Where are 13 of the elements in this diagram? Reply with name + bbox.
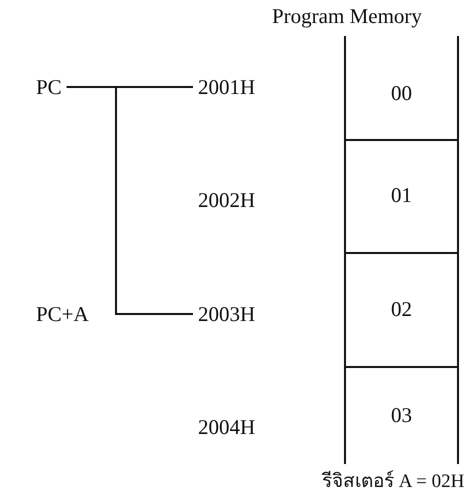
address-label: 2001H [198,75,256,99]
memory-cell: 02 [344,252,459,368]
address-label: 2004H [198,415,256,439]
address-label: 2003H [198,302,256,326]
register-label: PC [36,75,62,99]
memory-cell: 03 [344,366,459,464]
register-label: PC+A [36,302,89,326]
address-label: 2002H [198,188,256,212]
memory-cell: 00 [344,48,459,141]
connector-line [66,86,193,315]
column-heading: Program Memory [272,4,422,28]
register-note: รีจิสเตอร์ A = 02H [322,470,464,494]
memory-cell: 01 [344,139,459,254]
